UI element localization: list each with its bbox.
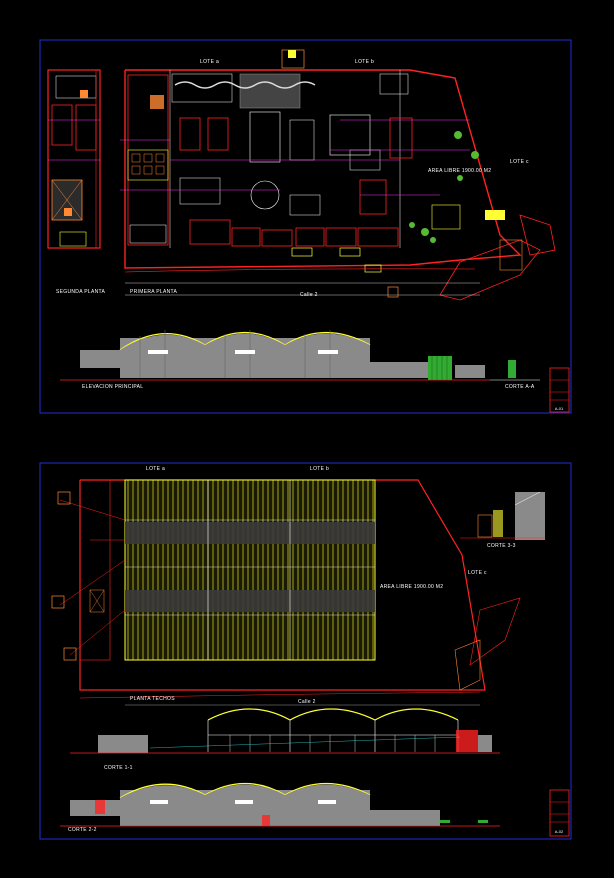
corte-22-drawing [60,782,500,827]
sheet-1-frame [39,39,572,414]
primera-planta-label: PRIMERA PLANTA [130,289,178,295]
sheet-2-frame [39,462,572,840]
segunda-planta-plan [47,69,101,249]
area-libre-label: AREA LIBRE 1900.00 M2 [428,168,491,174]
sheet-2-title-block: A-02 [549,789,570,837]
sheet-1: A-01 [39,39,572,414]
segunda-planta-label: SEGUNDA PLANTA [56,289,105,295]
lote-c-label-2: LOTE c [468,570,487,576]
corte-11-label: CORTE 1-1 [104,765,133,771]
svg-text:A-02: A-02 [555,829,564,834]
area-libre-label-2: AREA LIBRE 1900.00 M2 [380,584,443,590]
calle-label-2: Calle 2 [298,699,316,705]
corte-aa-label: CORTE A-A [505,384,535,390]
elevacion-principal-drawing [60,330,540,381]
corte-33-drawing [460,491,545,540]
lote-b-label: LOTE b [355,59,374,65]
primera-planta-plan [120,49,556,301]
lote-c-label: LOTE c [510,159,529,165]
sheet-1-title-block: A-01 [549,367,570,413]
planta-techos-label: PLANTA TECHOS [130,696,175,702]
calle-label: Calle 2 [300,292,318,298]
sheet-2: A-02 [39,462,572,840]
lote-a-label: LOTE a [200,59,219,65]
lote-b-label-2: LOTE b [310,466,329,472]
lote-a-label-2: LOTE a [146,466,165,472]
elevacion-principal-label: ELEVACION PRINCIPAL [82,384,143,390]
corte-33-label: CORTE 3-3 [487,543,516,549]
corte-11-drawing [70,708,500,754]
planta-techos-plan [51,479,521,706]
svg-text:A-01: A-01 [555,406,564,411]
corte-22-label: CORTE 2-2 [68,827,97,833]
